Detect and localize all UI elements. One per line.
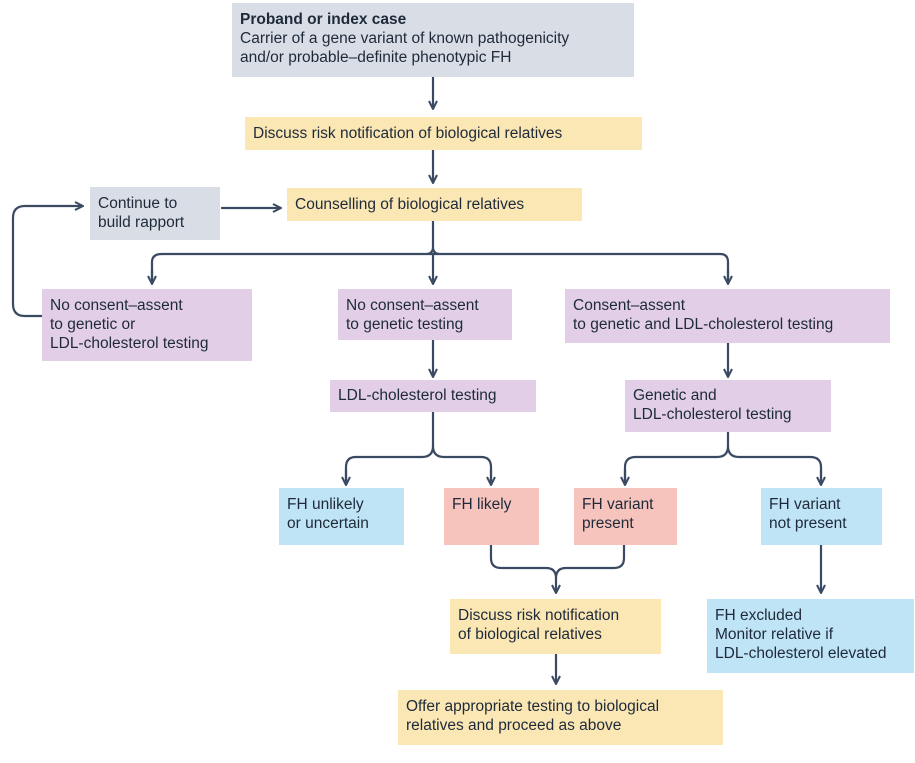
- consent-line-1: Consent–assent: [573, 297, 686, 314]
- fh-variant-present-box: FH variant present: [574, 488, 677, 545]
- offer-testing-box: Offer appropriate testing to biological …: [398, 690, 723, 745]
- fh-excluded-line-1: FH excluded: [715, 607, 803, 624]
- offer-testing-line-2: relatives and proceed as above: [406, 717, 622, 734]
- fh-variant-not-present-line-1: FH variant: [769, 496, 841, 513]
- ldl-testing-box: LDL-cholesterol testing: [330, 380, 536, 412]
- build-rapport-box: Continue to build rapport: [90, 187, 220, 240]
- discuss-risk-bottom-line-1: Discuss risk notification: [458, 607, 620, 624]
- offer-testing-line-1: Offer appropriate testing to biological: [406, 698, 660, 715]
- genetic-ldl-line-1: Genetic and: [633, 387, 717, 404]
- genetic-ldl-testing-box: Genetic and LDL-cholesterol testing: [625, 380, 831, 432]
- fh-variant-present-line-2: present: [582, 515, 634, 532]
- fh-variant-not-present-box: FH variant not present: [761, 488, 882, 545]
- no-consent-any-line-2: to genetic or: [50, 316, 136, 333]
- build-rapport-line-1: Continue to: [98, 195, 178, 212]
- merge-likely-and-present: [489, 543, 626, 580]
- fh-likely-box: FH likely: [444, 488, 539, 545]
- fh-unlikely-line-2: or uncertain: [287, 515, 369, 532]
- discuss-risk-top-text: Discuss risk notification of biological …: [253, 125, 563, 142]
- proband-title: Proband or index case: [240, 11, 407, 28]
- branch-counselling-horizontal: [150, 245, 730, 283]
- no-consent-any-line-1: No consent–assent: [50, 297, 183, 314]
- consent-line-2: to genetic and LDL-cholesterol testing: [573, 316, 834, 333]
- no-consent-genetic-line-2: to genetic testing: [346, 316, 464, 333]
- branch-genetic-to-outcomes: [623, 430, 823, 482]
- fh-likely-text: FH likely: [452, 496, 512, 513]
- fh-variant-present-line-1: FH variant: [582, 496, 654, 513]
- genetic-ldl-line-2: LDL-cholesterol testing: [633, 406, 792, 423]
- proband-box: Proband or index case Carrier of a gene …: [232, 3, 634, 77]
- counselling-text: Counselling of biological relatives: [295, 196, 525, 213]
- counselling-box: Counselling of biological relatives: [287, 188, 582, 221]
- discuss-risk-box-bottom: Discuss risk notification of biological …: [450, 599, 661, 654]
- no-consent-any-line-3: LDL-cholesterol testing: [50, 335, 209, 352]
- discuss-risk-box-top: Discuss risk notification of biological …: [245, 117, 642, 150]
- proband-line-1: Carrier of a gene variant of known patho…: [240, 30, 570, 47]
- fh-excluded-line-3: LDL-cholesterol elevated: [715, 645, 887, 662]
- arrow-loop-to-rapport: [11, 201, 84, 318]
- branch-ldl-to-outcomes: [344, 410, 493, 482]
- fh-variant-not-present-line-2: not present: [769, 515, 847, 532]
- consent-box: Consent–assent to genetic and LDL-choles…: [565, 289, 890, 343]
- fh-unlikely-box: FH unlikely or uncertain: [279, 488, 404, 545]
- no-consent-genetic-line-1: No consent–assent: [346, 297, 479, 314]
- no-consent-genetic-box: No consent–assent to genetic testing: [338, 289, 512, 340]
- fh-excluded-box: FH excluded Monitor relative if LDL-chol…: [707, 599, 914, 673]
- ldl-testing-text: LDL-cholesterol testing: [338, 387, 497, 404]
- proband-line-2: and/or probable–definite phenotypic FH: [240, 49, 512, 66]
- fh-excluded-line-2: Monitor relative if: [715, 626, 834, 643]
- fh-unlikely-line-1: FH unlikely: [287, 496, 364, 513]
- build-rapport-line-2: build rapport: [98, 214, 185, 231]
- discuss-risk-bottom-line-2: of biological relatives: [458, 626, 602, 643]
- no-consent-any-box: No consent–assent to genetic or LDL-chol…: [42, 289, 252, 361]
